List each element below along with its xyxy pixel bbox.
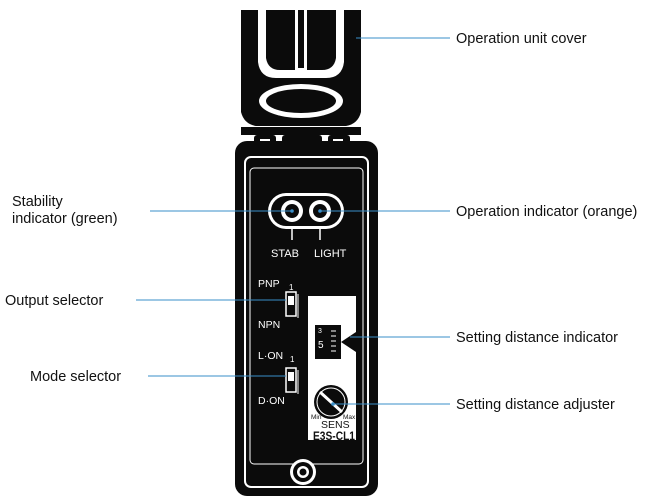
label-operation-indicator: Operation indicator (orange): [456, 204, 637, 220]
operation-unit-cover: [241, 10, 361, 135]
label-stability-indicator-2: indicator (green): [12, 211, 118, 227]
mounting-hole: [290, 459, 316, 485]
label-mode-selector: Mode selector: [30, 369, 121, 385]
label-setting-distance-adjuster: Setting distance adjuster: [456, 397, 615, 413]
sens-label: SENS: [321, 419, 350, 431]
output-switch-mark: 1: [289, 283, 294, 292]
max-label: Max: [343, 414, 356, 421]
npn-label: NPN: [258, 319, 280, 331]
setting-distance-adjuster-dial[interactable]: [314, 385, 348, 419]
leader-dots: [290, 209, 335, 406]
scale-5-label: 5: [318, 340, 324, 351]
light-label: LIGHT: [314, 248, 347, 260]
stab-label: STAB: [271, 248, 299, 260]
don-label: D·ON: [258, 395, 285, 407]
label-setting-distance-indicator: Setting distance indicator: [456, 330, 618, 346]
mode-switch-mark: 1: [290, 355, 295, 364]
scale-3-label: 3: [318, 328, 322, 335]
label-operation-unit-cover: Operation unit cover: [456, 31, 587, 47]
model-label: E3S-CL1: [313, 429, 355, 443]
leader-lines: [136, 37, 450, 405]
lon-label: L·ON: [258, 350, 283, 362]
setting-distance-indicator: 3 5: [315, 325, 356, 359]
label-stability-indicator-1: Stability: [12, 194, 64, 210]
min-label: Min: [311, 414, 322, 421]
pnp-label: PNP: [258, 278, 280, 290]
label-output-selector: Output selector: [5, 293, 103, 309]
